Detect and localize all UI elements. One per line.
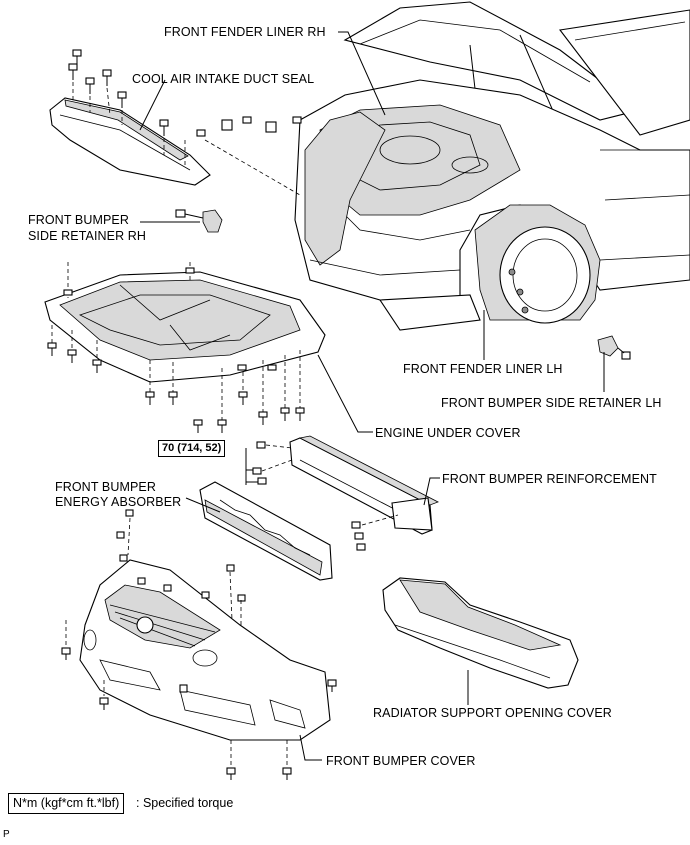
front-bumper-side-retainer-rh-part xyxy=(175,209,223,233)
corner-mark: P xyxy=(3,829,10,840)
cool-air-intake-duct-seal-part xyxy=(49,49,211,186)
label-front-fender-liner-rh: FRONT FENDER LINER RH xyxy=(164,25,326,39)
label-front-bumper-side-retainer-rh-1: FRONT BUMPER xyxy=(28,213,129,227)
front-bumper-cover-part xyxy=(61,509,337,780)
label-cool-air-intake-duct-seal: COOL AIR INTAKE DUCT SEAL xyxy=(132,72,315,86)
label-front-bumper-reinforcement: FRONT BUMPER REINFORCEMENT xyxy=(442,472,657,486)
label-engine-under-cover: ENGINE UNDER COVER xyxy=(375,426,521,440)
leader-lines xyxy=(139,31,605,761)
label-front-bumper-side-retainer-lh: FRONT BUMPER SIDE RETAINER LH xyxy=(441,396,662,410)
legend-torque-description: : Specified torque xyxy=(136,796,234,810)
vehicle-front-body xyxy=(294,1,690,331)
front-bumper-energy-absorber-part xyxy=(199,481,333,581)
front-bumper-side-retainer-lh-part xyxy=(597,335,631,360)
fender-liner-rh-clips xyxy=(196,116,302,196)
label-front-bumper-energy-absorber-1: FRONT BUMPER xyxy=(55,480,156,494)
label-front-fender-liner-lh: FRONT FENDER LINER LH xyxy=(403,362,563,376)
label-radiator-support-opening-cover: RADIATOR SUPPORT OPENING COVER xyxy=(373,706,612,720)
engine-under-cover-part xyxy=(44,262,326,433)
torque-spec-box: 70 (714, 52) xyxy=(158,440,226,457)
legend-torque-unit-box: N*m (kgf*cm ft.*lbf) xyxy=(8,793,125,814)
label-front-bumper-side-retainer-rh-2: SIDE RETAINER RH xyxy=(28,229,147,243)
label-front-bumper-cover: FRONT BUMPER COVER xyxy=(326,754,476,768)
radiator-support-opening-cover-part xyxy=(382,577,579,689)
front-bumper-reinforcement-part xyxy=(245,435,439,551)
label-front-bumper-energy-absorber-2: ENERGY ABSORBER xyxy=(55,495,182,509)
